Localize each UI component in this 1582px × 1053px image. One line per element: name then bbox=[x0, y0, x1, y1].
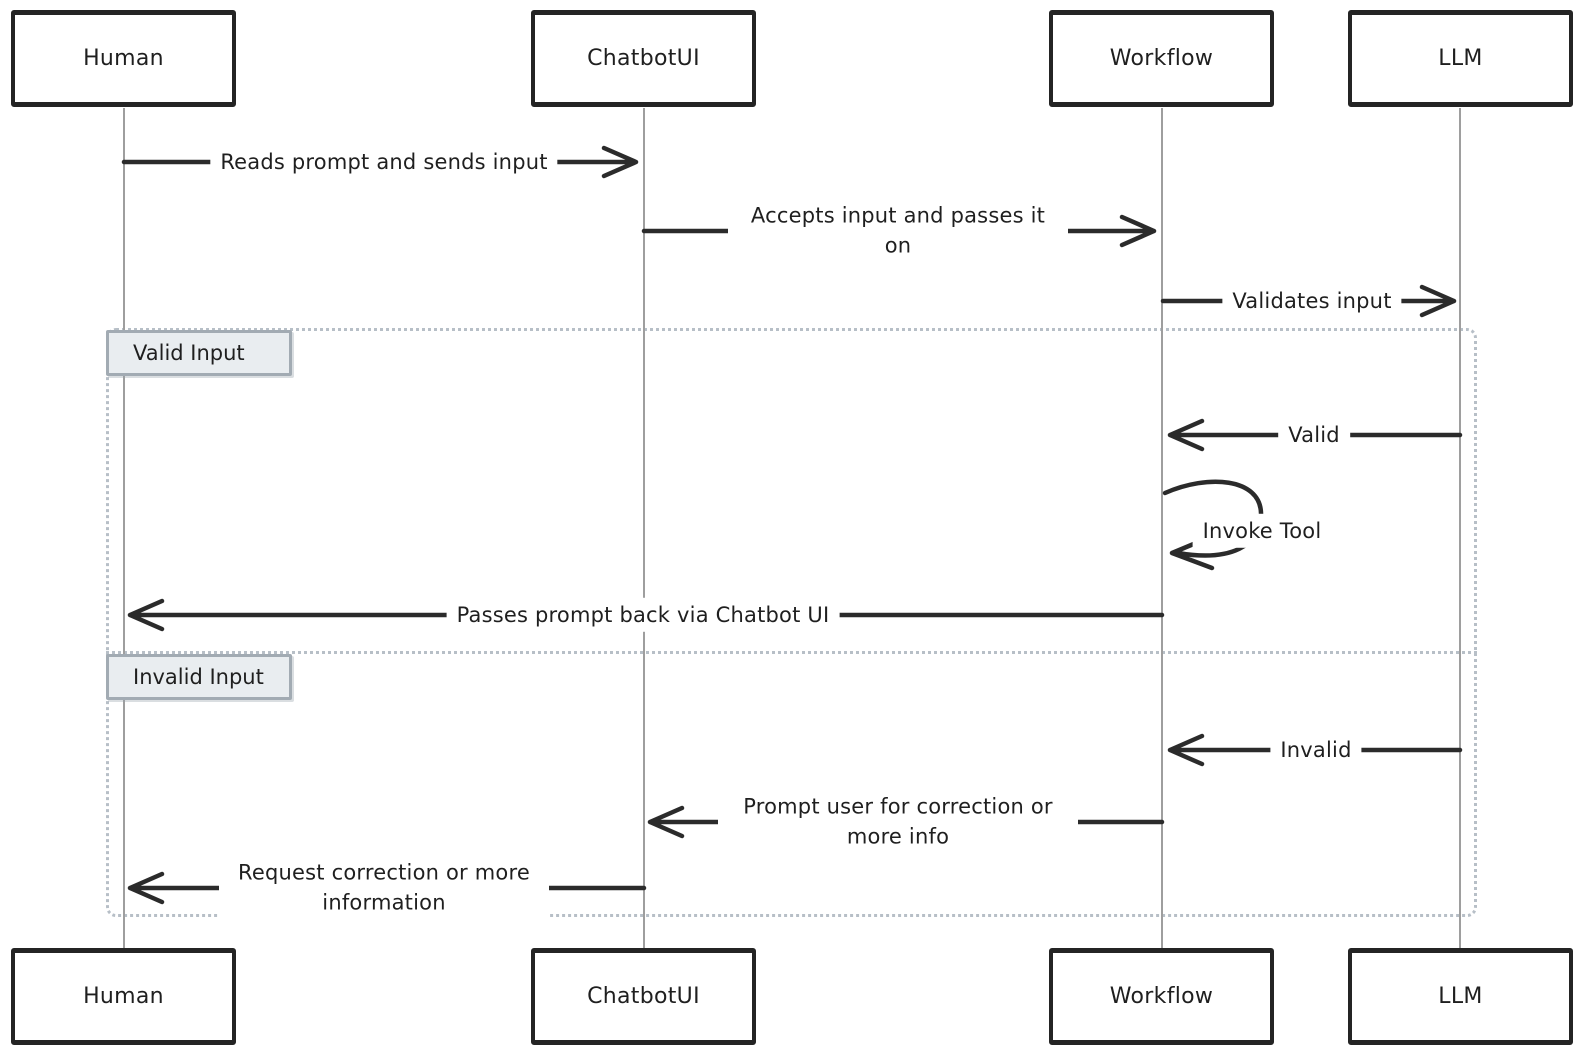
message-text-invalid: Invalid bbox=[1270, 732, 1362, 768]
actor-bottom-human: Human bbox=[11, 948, 236, 1045]
frame-label-invalid-input: Invalid Input bbox=[106, 654, 292, 700]
lifelines bbox=[123, 108, 1461, 948]
actor-top-human: Human bbox=[11, 10, 236, 107]
message-text-reads-prompt: Reads prompt and sends input bbox=[210, 144, 558, 180]
message-text-request-correction: Request correction or more information bbox=[219, 855, 549, 921]
message-text-passes-prompt-back: Passes prompt back via Chatbot UI bbox=[446, 597, 840, 633]
actor-top-chatbotui: ChatbotUI bbox=[531, 10, 756, 107]
actor-bottom-chatbotui: ChatbotUI bbox=[531, 948, 756, 1045]
actor-bottom-workflow: Workflow bbox=[1049, 948, 1274, 1045]
frame-label-valid-input-text: Valid Input bbox=[133, 341, 245, 365]
message-text-valid: Valid bbox=[1278, 417, 1350, 453]
frame-label-valid-input: Valid Input bbox=[106, 330, 292, 376]
actor-top-llm-label: LLM bbox=[1438, 46, 1483, 71]
actor-bottom-workflow-label: Workflow bbox=[1109, 984, 1214, 1009]
actor-bottom-llm-label: LLM bbox=[1438, 984, 1483, 1009]
actor-top-human-label: Human bbox=[83, 46, 164, 71]
actor-bottom-llm: LLM bbox=[1348, 948, 1573, 1045]
alt-frame bbox=[106, 328, 1477, 917]
alt-frame-divider bbox=[106, 651, 1477, 654]
frame-label-invalid-input-text: Invalid Input bbox=[133, 665, 264, 689]
message-text-validates-input: Validates input bbox=[1222, 283, 1402, 319]
actor-bottom-chatbotui-label: ChatbotUI bbox=[587, 984, 700, 1009]
message-text-invoke-tool: Invoke Tool bbox=[1192, 513, 1332, 549]
actor-top-workflow-label: Workflow bbox=[1109, 46, 1214, 71]
message-text-accepts-input: Accepts input and passes it on bbox=[728, 198, 1068, 264]
actor-bottom-human-label: Human bbox=[83, 984, 164, 1009]
actor-top-chatbotui-label: ChatbotUI bbox=[587, 46, 700, 71]
actor-top-llm: LLM bbox=[1348, 10, 1573, 107]
message-arrows bbox=[121, 145, 1463, 905]
actor-top-workflow: Workflow bbox=[1049, 10, 1274, 107]
message-text-prompt-user: Prompt user for correction or more info bbox=[718, 789, 1078, 855]
